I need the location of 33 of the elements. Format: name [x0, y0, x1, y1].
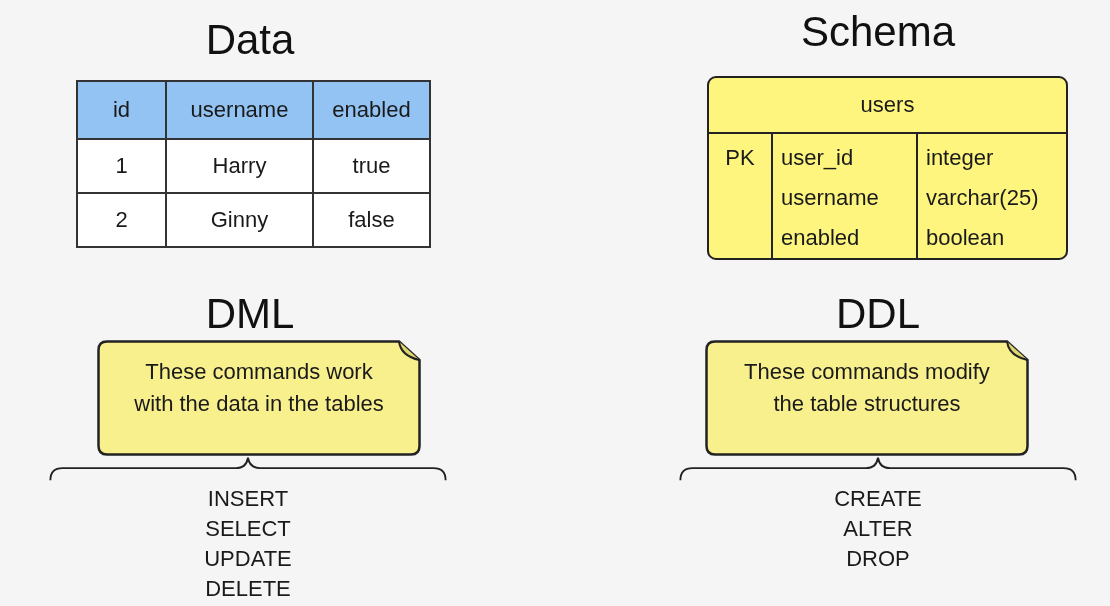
table-cell: Harry	[166, 139, 313, 193]
heading: Data	[204, 16, 296, 64]
table-cell: 1	[77, 139, 166, 193]
note-box	[705, 340, 1029, 456]
key-marker: PK	[725, 144, 755, 172]
column-type: boolean	[926, 224, 1005, 252]
command-text: SELECT	[205, 515, 291, 543]
column-name: enabled	[781, 224, 860, 252]
column-type: integer	[926, 144, 994, 172]
command-text: CREATE	[834, 485, 922, 513]
note-box	[97, 340, 421, 456]
command-text: ALTER	[843, 515, 913, 543]
header-cell: enabled	[313, 81, 430, 139]
command-text: DROP	[846, 545, 910, 573]
table-cell: Ginny	[166, 193, 313, 247]
table-cell: true	[313, 139, 430, 193]
column-type: varchar(25)	[926, 184, 1039, 212]
note-text: These commands work with the data in the tables	[133, 358, 385, 418]
table-cell: 2	[77, 193, 166, 247]
entity-name: users	[860, 92, 915, 118]
table-cell: false	[313, 193, 430, 247]
header-cell: id	[77, 81, 166, 139]
command-text: UPDATE	[204, 545, 292, 573]
heading: Schema	[799, 8, 957, 56]
note-text: These commands modify the table structures	[743, 358, 991, 418]
column-name: username	[781, 184, 879, 212]
command-text: INSERT	[207, 485, 289, 513]
entity-box	[707, 76, 1068, 260]
header-cell: username	[166, 81, 313, 139]
heading: DDL	[835, 290, 921, 338]
command-text: DELETE	[205, 575, 291, 603]
heading: DML	[204, 290, 296, 338]
column-name: user_id	[781, 144, 854, 172]
